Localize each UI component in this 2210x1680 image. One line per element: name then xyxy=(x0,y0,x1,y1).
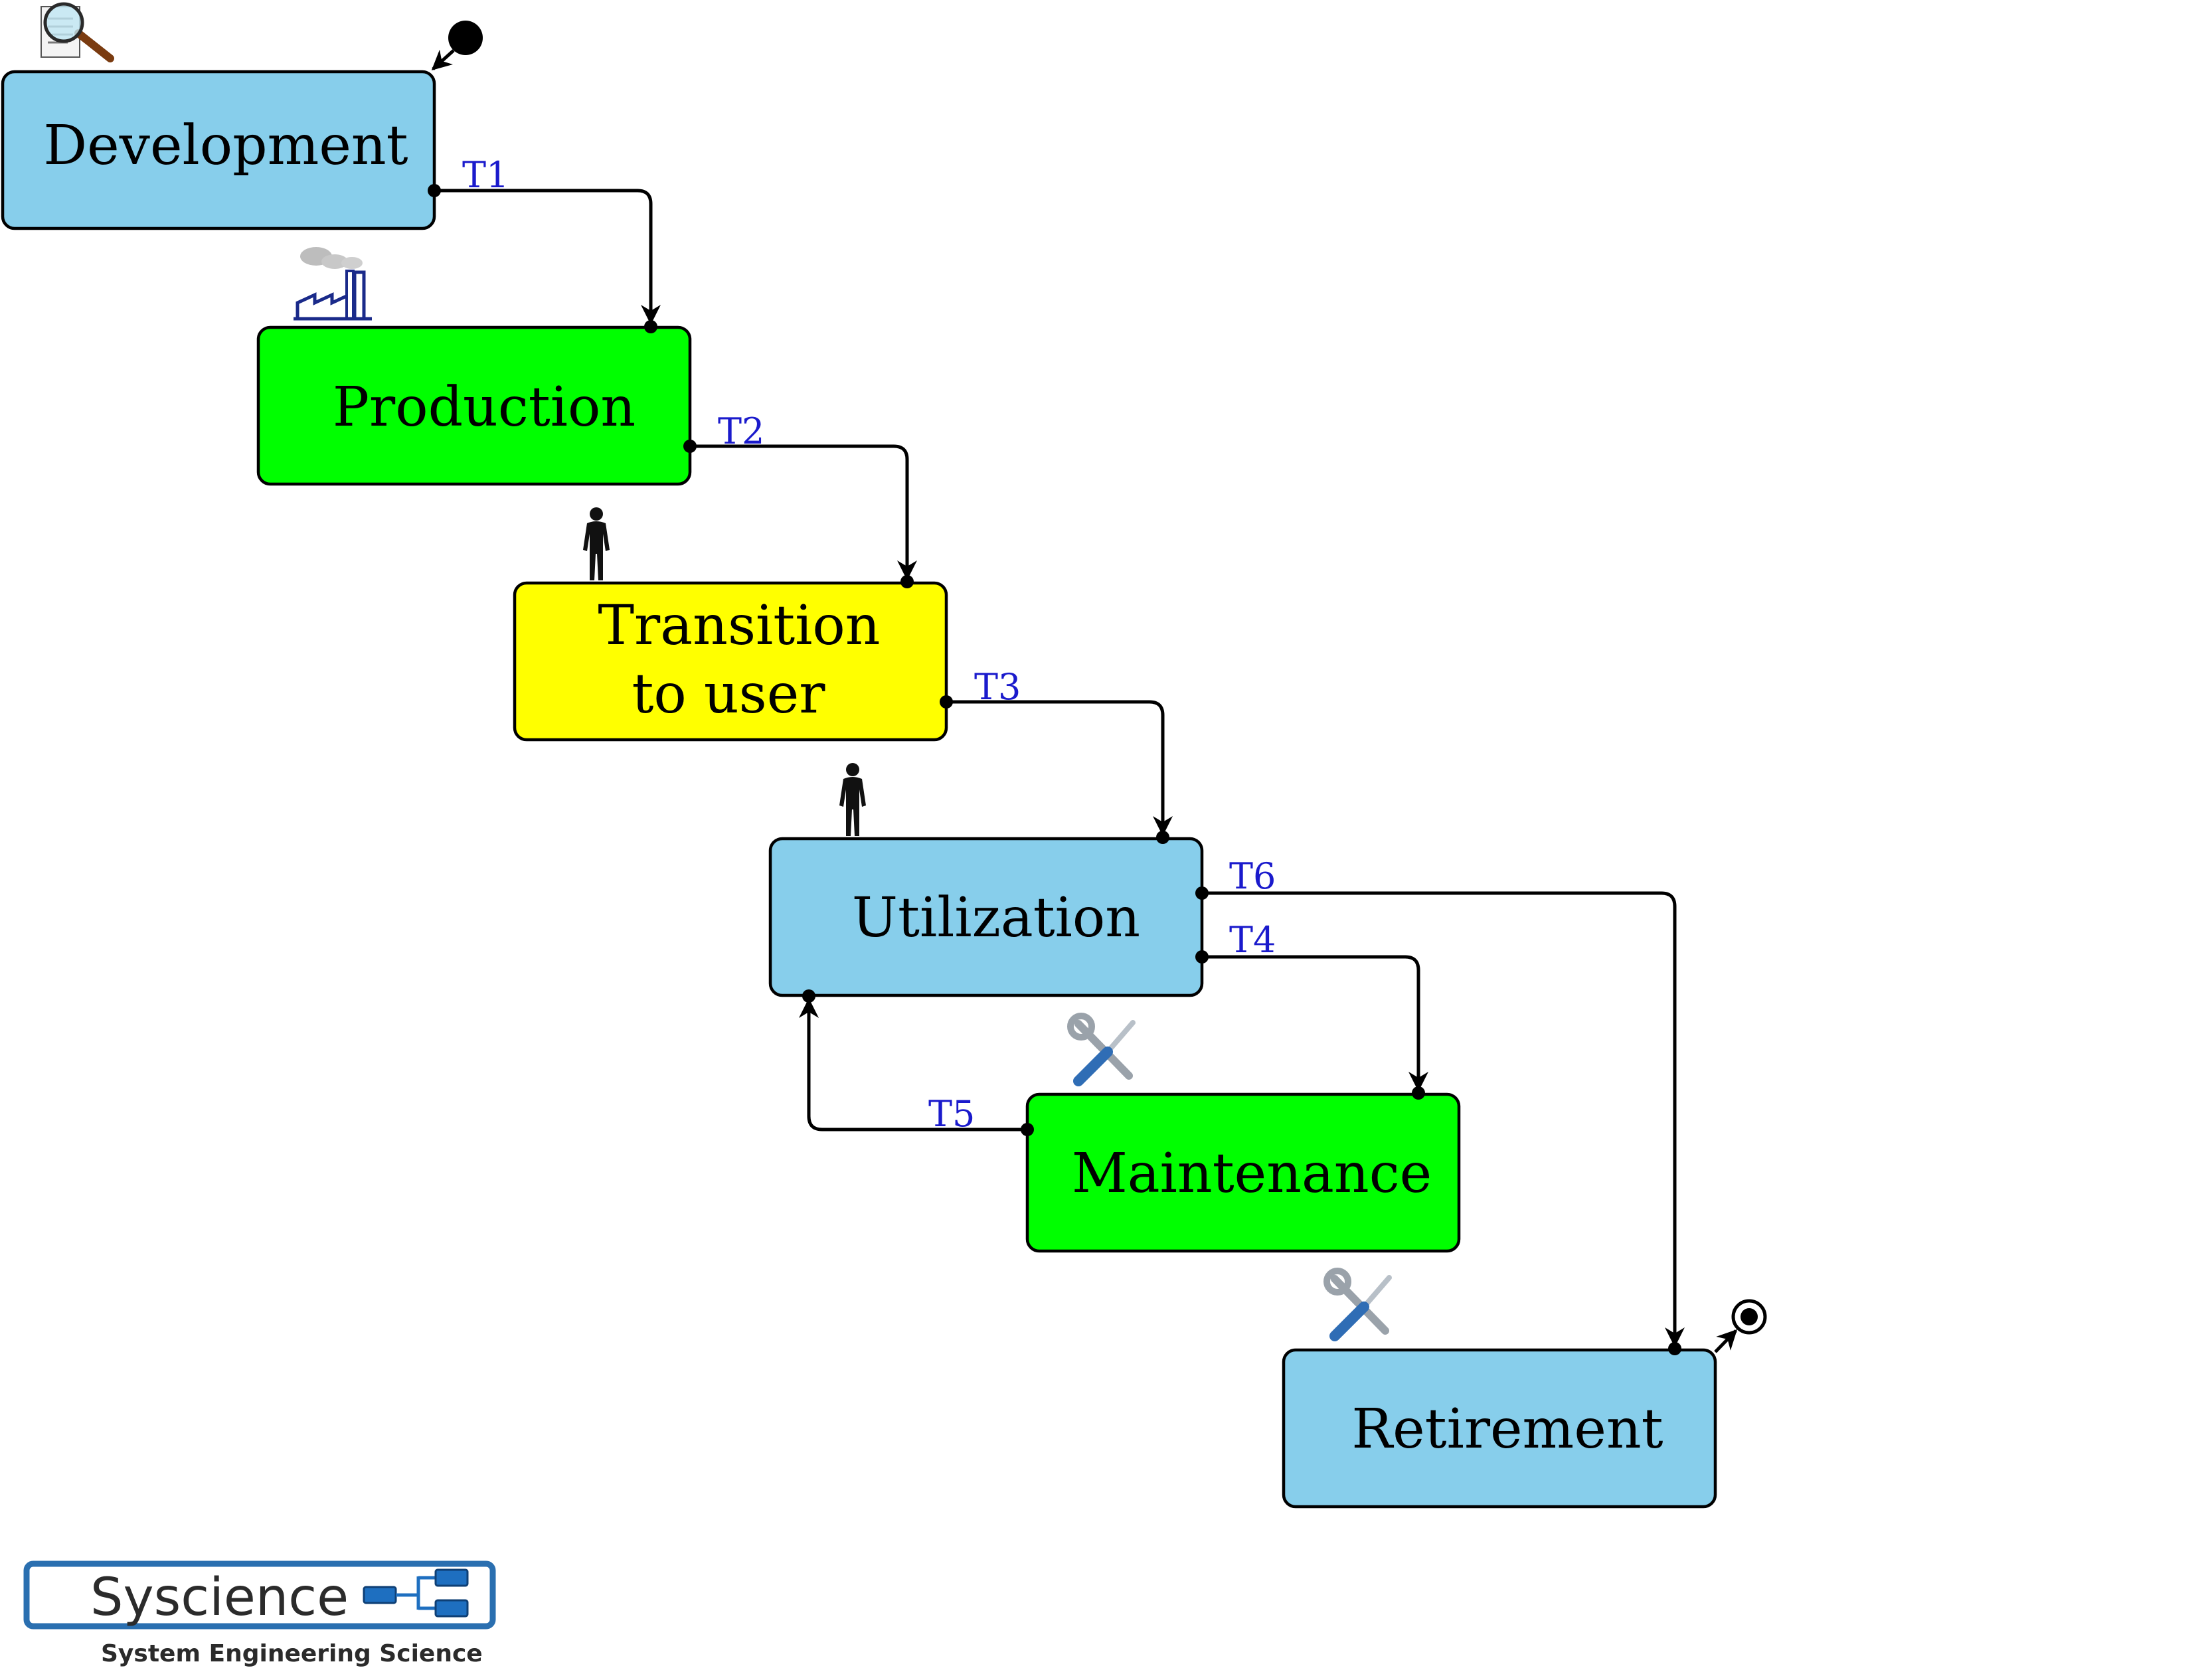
transition-t5-end-dot xyxy=(802,989,815,1003)
state-retirement-label: Retirement xyxy=(1351,1398,1663,1461)
transition-t1-label: T1 xyxy=(462,154,509,196)
state-utilization[interactable]: Utilization xyxy=(768,837,1204,997)
final-state-arrow xyxy=(1714,1329,1738,1353)
state-production-label: Production xyxy=(333,376,636,439)
logo-frame xyxy=(23,1560,496,1630)
state-development-box xyxy=(1,70,436,230)
transition-t1-start-dot xyxy=(428,184,441,197)
transition-t1-end-dot xyxy=(644,320,657,333)
transition-t1-path xyxy=(434,189,661,325)
state-production-box xyxy=(256,325,692,486)
transition-t2-path xyxy=(690,444,917,580)
transition-t2-label: T2 xyxy=(718,410,764,452)
state-transition-label-line1: Transition xyxy=(598,594,880,657)
transition-t4-label: T4 xyxy=(1229,919,1276,961)
transition-t3[interactable]: T3 xyxy=(940,666,1173,844)
logo-blocks-icon xyxy=(363,1568,469,1618)
transition-t5[interactable]: T5 xyxy=(799,989,1034,1136)
final-state-dot xyxy=(1741,1308,1758,1325)
transition-t6-label: T6 xyxy=(1229,855,1276,897)
state-transition-label-line2: to user xyxy=(632,663,825,726)
transition-t2-end-dot xyxy=(900,575,914,588)
person-icon xyxy=(839,763,866,836)
state-development-label: Development xyxy=(43,114,408,177)
initial-state xyxy=(431,21,483,71)
logo-tagline: System Engineering Science xyxy=(101,1640,483,1667)
state-production[interactable]: Production xyxy=(256,325,692,486)
transition-t5-label: T5 xyxy=(928,1093,975,1135)
state-transition-box xyxy=(513,581,948,742)
transition-t3-start-dot xyxy=(940,695,953,709)
transition-t2-start-dot xyxy=(683,440,697,453)
logo-name: Syscience xyxy=(90,1568,349,1628)
person-icon xyxy=(583,507,610,580)
initial-state-dot xyxy=(448,21,483,55)
transition-t3-path xyxy=(946,700,1173,836)
transition-t5-path xyxy=(799,998,1027,1132)
final-state xyxy=(1714,1299,1767,1353)
transition-t4-end-dot xyxy=(1412,1086,1425,1100)
wrench-screwdriver-icon xyxy=(1323,1268,1392,1341)
state-retirement[interactable]: Retirement xyxy=(1282,1348,1717,1509)
state-transition-to-user[interactable]: Transition to user xyxy=(513,581,948,742)
state-maintenance[interactable]: Maintenance xyxy=(1025,1092,1461,1253)
state-retirement-box xyxy=(1282,1348,1717,1509)
transition-t6-start-dot xyxy=(1195,886,1209,900)
state-development[interactable]: Development xyxy=(1,70,436,230)
magnifier-document-icon xyxy=(41,2,114,62)
factory-icon xyxy=(294,247,372,321)
transition-t4-start-dot xyxy=(1195,950,1209,964)
transition-t6[interactable]: T6 xyxy=(1195,855,1685,1355)
initial-state-arrow xyxy=(431,49,455,71)
state-utilization-label: Utilization xyxy=(852,886,1140,950)
transition-t4-path xyxy=(1202,955,1428,1092)
transition-t5-start-dot xyxy=(1021,1123,1034,1136)
transition-t1[interactable]: T1 xyxy=(428,154,661,333)
transition-t3-end-dot xyxy=(1156,831,1169,844)
state-maintenance-label: Maintenance xyxy=(1072,1142,1432,1205)
transition-t2[interactable]: T2 xyxy=(683,410,917,588)
transition-t3-label: T3 xyxy=(974,666,1021,708)
transition-t6-path xyxy=(1202,891,1685,1347)
state-maintenance-box xyxy=(1025,1092,1461,1253)
transition-t4[interactable]: T4 xyxy=(1195,919,1428,1100)
transition-t6-end-dot xyxy=(1668,1342,1681,1355)
wrench-screwdriver-icon xyxy=(1067,1013,1136,1086)
syscience-logo: Syscience System Engineering Science xyxy=(23,1560,496,1667)
state-utilization-box xyxy=(768,837,1204,997)
